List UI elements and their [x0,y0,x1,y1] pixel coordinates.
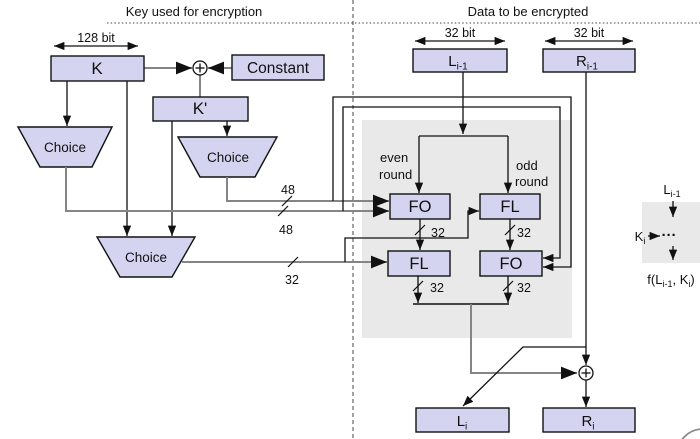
k-box [50,55,145,82]
left-panel-title: Key used for encryption [126,4,263,19]
bit-width-tick [277,205,289,217]
wraparound-wire-outer [332,96,572,272]
bit-width-tick [504,224,516,236]
k-prime-box-label: K' [193,99,208,118]
bit-width-tick [281,195,293,207]
fo-even-box [389,193,451,220]
r-next-box [542,407,636,433]
choice1-label: Choice [44,140,86,155]
subkey-wire-48-upper [226,177,389,208]
l-prev-box [412,48,508,73]
choice2-trapezoid [176,136,279,178]
label-32-left: 32 [285,273,299,287]
label-48-lower: 48 [279,223,293,237]
wraparound-wire-inner [342,106,561,263]
f-output-wire [470,304,577,380]
width-label-32-right: 32 bit [574,26,605,40]
bit-width-tick [502,280,514,292]
r-prev-label: Ri-1 [576,53,598,73]
choice3-label: Choice [125,250,167,265]
mini-l-prev-label: Li-1 [663,182,680,199]
odd-round-label-line1: odd [516,158,538,173]
choice1-trapezoid [16,126,114,168]
k-prime-box [152,96,249,122]
l-next-box [415,407,510,433]
mini-ellipsis: ··· [662,227,677,244]
choice2-label: Choice [207,150,249,165]
mini-k-label: Ki [635,229,646,246]
fl-odd-label: FL [500,198,519,216]
odd-round-label-line2: round [515,174,548,189]
constant-box-label: Constant [247,60,310,77]
width-label-32-left: 32 bit [445,26,476,40]
round-function-panel [362,120,572,338]
bit-width-tick [412,280,424,292]
constant-box [231,54,325,81]
label-32-under-fl-even: 32 [430,281,444,295]
l-prev-label: Li-1 [448,53,468,73]
xor-round-icon [578,365,594,381]
subkey-wire-48-lower [65,167,389,218]
label-32-under-fl-odd: 32 [517,226,531,240]
fl-odd-box [479,193,541,220]
even-round-label-line2: round [379,167,412,182]
bit-width-tick [414,224,426,236]
l-next-label: Li [457,413,468,433]
label-48-upper: 48 [281,183,295,197]
width-label-128: 128 bit [77,31,115,45]
fo-even-label: FO [409,198,432,216]
choice3-trapezoid [95,236,197,278]
kl-branch-wire [344,206,479,262]
r-next-label: Ri [581,413,594,433]
mini-f-label: f(Li-1, Ki) [647,272,694,289]
xor-key-icon [192,60,208,76]
even-round-label-line1: even [380,150,408,165]
fl-even-label: FL [409,255,428,273]
bit-width-tick [287,256,299,268]
r-prev-box [542,48,636,73]
k-box-label: K [91,59,103,78]
swap-wire [462,346,586,407]
fo-odd-label: FO [500,255,523,273]
right-panel-title: Data to be encrypted [468,4,589,19]
fl-even-box [387,250,451,277]
fo-odd-box [479,250,543,277]
label-32-under-fo-even: 32 [431,226,445,240]
label-32-under-fo-odd: 32 [517,281,531,295]
corner-arc [681,428,700,439]
